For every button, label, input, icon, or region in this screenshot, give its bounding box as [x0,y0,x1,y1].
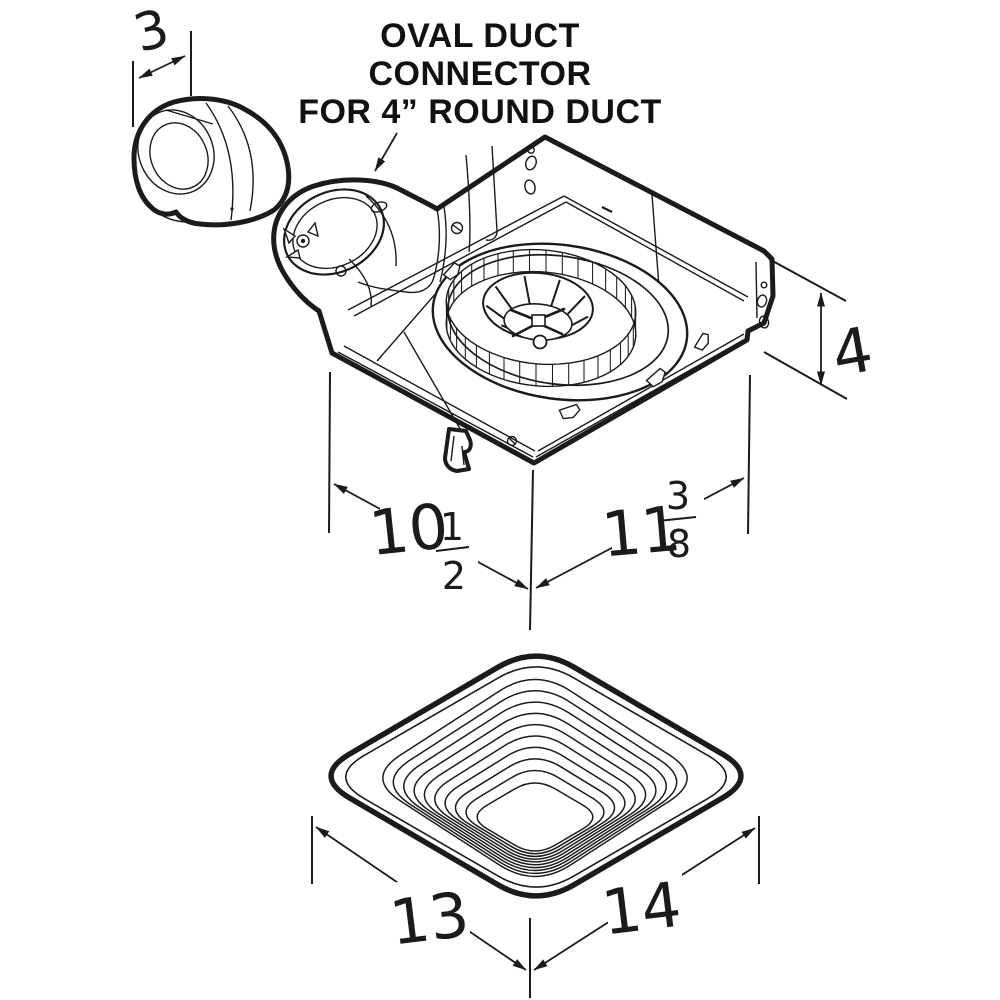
dimension-whole: 10 [366,489,452,570]
dimension-value: 13 [386,878,473,960]
dimension-housing-depth: 11 3 8 [535,374,751,589]
leader-arrow [374,132,398,172]
vent-dash [601,206,613,213]
dimension-numerator: 3 [666,474,690,518]
housing-braces [376,291,467,440]
dimension-housing-width: 10 1 2 [328,371,534,631]
dimension-housing-height: 4 [763,258,879,400]
dimension-denominator: 8 [667,522,691,566]
extension-line [763,351,848,400]
fraction-bar [657,516,697,522]
hub-shaft-cap [532,334,548,350]
housing-screws [450,221,518,447]
slot-hole [370,201,388,213]
hub-center-star [509,307,566,338]
annotation-line-1: OVAL DUCT [380,17,580,55]
dimension-grille-depth: 14 [533,816,760,971]
connector-body-contour [365,195,397,267]
extension-line [328,371,331,534]
blower-wheel [445,248,637,388]
drum-top-rim [445,248,637,366]
connector-contour-2 [205,102,234,221]
extension-line [768,258,847,302]
fraction-bar [435,546,470,552]
connector-opening-rim [137,109,215,195]
face-fold-line [357,208,441,294]
fan-housing [271,134,776,473]
annotation-line-2: CONNECTOR [369,55,592,93]
connector-contour-1 [227,105,254,212]
connector-outline [131,96,292,228]
duct-connector-part [131,96,292,228]
dimension-value: 4 [827,312,879,391]
dimension-numerator: 1 [440,505,464,549]
housing-interior-rails [337,195,750,458]
extension-line [529,469,534,631]
housing-keyhole-slots [524,146,770,329]
annotation-title: OVAL DUCT CONNECTOR FOR 4” ROUND DUCT [298,17,662,172]
dimension-whole: 11 [599,492,684,572]
dimension-value: 14 [598,868,685,950]
connector-seam [165,109,214,125]
dimension-arrow [138,55,186,79]
dimension-value: 3 [128,0,175,65]
dimension-grille-width: 13 [311,816,531,998]
annotation-line-3: FOR 4” ROUND DUCT [298,93,662,131]
grille [328,653,744,899]
damper-hardware [282,221,319,259]
connector-dot [230,207,234,211]
duct-tab-bracket [443,427,473,473]
extension-line [747,374,751,535]
screw [335,265,347,277]
ring-clips [442,262,709,420]
connector-opening-inner [149,122,209,190]
housing-oval-connector [282,188,447,308]
connector-step [159,213,190,223]
dimension-denominator: 2 [442,554,466,598]
